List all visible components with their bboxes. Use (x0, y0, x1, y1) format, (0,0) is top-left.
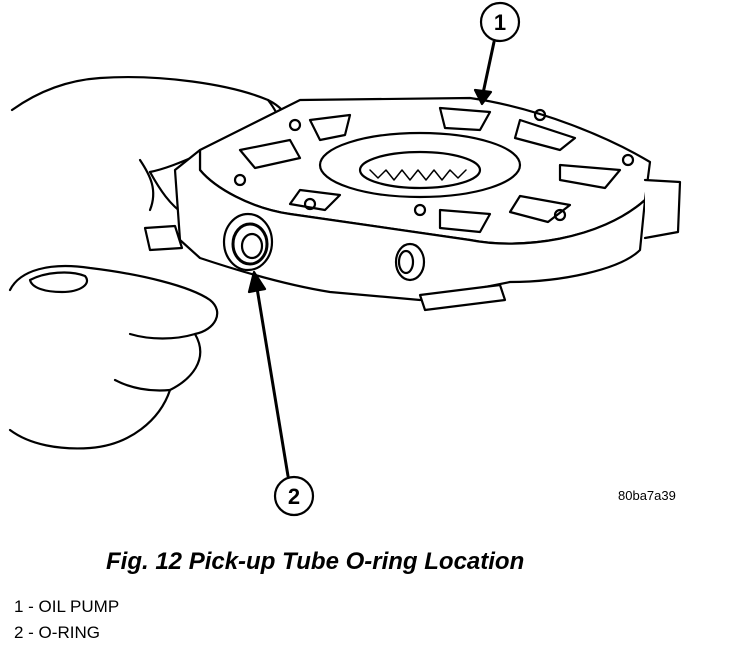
callout-2 (247, 270, 315, 517)
legend-item: 1 - OIL PUMP (14, 597, 120, 616)
legend-item: 2 - O-RING (14, 623, 100, 642)
oil-pump-drawing (143, 96, 682, 312)
figure-caption: Fig. 12 Pick-up Tube O-ring Location (106, 548, 525, 575)
callout-1-number: 1 (494, 10, 506, 35)
legend: 1 - OIL PUMP 2 - O-RING (14, 594, 119, 646)
lower-hand-drawing (8, 264, 219, 450)
callout-1 (473, 1, 521, 106)
oil-pump-illustration: 1 2 (8, 1, 682, 517)
figure-code: 80ba7a39 (618, 488, 676, 503)
callout-2-number: 2 (288, 484, 300, 509)
